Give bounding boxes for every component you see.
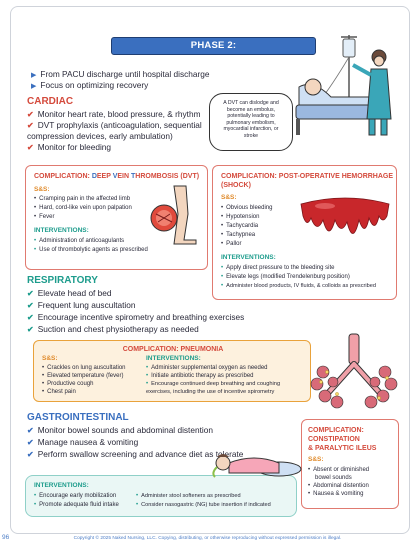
list-item: ✔DVT prophylaxis (anticoagulation, seque… [27,120,202,130]
list-item: •Chest pain [42,389,76,395]
list-item: •Administer blood products, IV fluids, &… [221,283,376,289]
triangle-icon: ▶ [31,72,37,79]
check-icon: ✔ [27,121,34,130]
list-item: •Administer stool softeners as prescribe… [136,493,241,499]
list-item: •Abdominal distention [308,483,369,489]
leg-clot-illustration [150,185,197,245]
dvt-title: COMPLICATION: DEEP VEIN THROMBOSIS (DVT) [34,173,200,180]
check-icon: ✔ [27,438,34,447]
interventions-label: INTERVENTIONS: [221,254,276,261]
dvt-complication-box: COMPLICATION: DEEP VEIN THROMBOSIS (DVT)… [25,165,208,270]
check-icon: ✔ [27,289,34,298]
list-item: •Pallor [221,241,242,247]
pneumonia-complication-box: COMPLICATION: PNEUMONIA S&S: •Crackles o… [33,340,311,402]
dvt-callout-bubble: A DVT can dislodge and become an embolus… [209,93,293,151]
hemorrhage-title: COMPLICATION: POST-OPERATIVE HEMORRHAGE [221,173,394,180]
check-icon: ✔ [27,450,34,459]
list-item: •Use of thrombolytic agents as prescribe… [34,247,148,253]
list-item: ✔Encourage incentive spirometry and brea… [27,312,245,322]
list-item: •Elevated temperature (fever) [42,373,124,379]
ileus-title-2: CONSTIPATION [308,436,360,443]
gi-heading: GASTROINTESTINAL [27,412,129,423]
triangle-icon: ▶ [31,83,37,90]
lungs-illustration [310,333,398,409]
list-item: •Crackles on lung auscultation [42,365,126,371]
list-item: •Consider nasogastric (NG) tube insertio… [136,502,271,508]
patient-in-bed-illustration [295,35,392,136]
list-item: •Encourage continued deep breathing and … [146,381,281,387]
list-item: •Administer supplemental oxygen as neede… [146,365,268,371]
list-item: •Nausea & vomiting [308,491,364,497]
blood-splatter-illustration [300,197,390,234]
list-item: ✔Monitor heart rate, blood pressure, & r… [27,109,201,119]
list-item: •Elevate legs (modified Trendelenburg po… [221,274,350,280]
list-item-continuation: compression devices, early ambulation) [27,131,173,141]
list-item: •Productive cough [42,381,94,387]
pneumonia-title: COMPLICATION: PNEUMONIA [122,346,224,353]
list-item: ✔Elevate head of bed [27,288,112,298]
list-item: •Fever [34,214,55,220]
page-number: 96 [2,534,10,541]
cardiac-heading: CARDIAC [27,96,74,107]
interventions-label: INTERVENTIONS: [34,227,89,234]
list-item: ✔Manage nausea & vomiting [27,437,139,447]
intro-item: ▶From PACU discharge until hospital disc… [31,69,210,79]
check-icon: ✔ [27,110,34,119]
list-item: •Obvious bleeding [221,205,273,211]
check-icon: ✔ [27,143,34,152]
check-icon: ✔ [27,426,34,435]
list-item: •Initiate antibiotic therapy as prescrib… [146,373,254,379]
list-item-continuation: bowel sounds [315,475,352,481]
list-item: •Hard, cord-like vein upon palpation [34,205,132,211]
copyright-notice: Copyright © 2025 Naked Nursing, LLC. Cop… [73,536,342,541]
list-item: ✔Frequent lung auscultation [27,300,136,310]
hemorrhage-complication-box: COMPLICATION: POST-OPERATIVE HEMORRHAGE … [212,165,397,300]
interventions-label: INTERVENTIONS: [146,355,201,362]
list-item: •Cramping pain in the affected limb [34,196,131,202]
check-icon: ✔ [27,301,34,310]
ss-label: S&S: [42,355,58,362]
intro-item: ▶Focus on optimizing recovery [31,80,149,90]
list-item: •Promote adequate fluid intake [34,502,119,508]
list-item: •Tachycardia [221,223,259,229]
ileus-title-3: & PARALYTIC ILEUS [308,445,377,452]
list-item: •Tachypnea [221,232,256,238]
ss-label: S&S: [221,194,237,201]
respiratory-heading: RESPIRATORY [27,275,98,286]
list-item: ✔Perform swallow screening and advance d… [27,449,244,459]
list-item: •Absent or diminished [308,467,370,473]
ileus-title: COMPLICATION: [308,427,364,434]
ss-label: S&S: [34,186,50,193]
list-item: ✔Monitor for bleeding [27,142,112,152]
ileus-complication-box: COMPLICATION: CONSTIPATION & PARALYTIC I… [301,419,399,509]
check-icon: ✔ [27,313,34,322]
page-card: PHASE 2: INTERMEDIATE/HOSPITALIZATION ▶F… [10,6,410,534]
list-item: •Encourage early mobilization [34,493,117,499]
list-item: ✔Suction and chest physiotherapy as need… [27,324,199,334]
check-icon: ✔ [27,325,34,334]
list-item: •Apply direct pressure to the bleeding s… [221,265,335,271]
list-item: ✔Monitor bowel sounds and abdominal dist… [27,425,213,435]
interventions-label: INTERVENTIONS: [34,482,89,489]
phase-banner: PHASE 2: INTERMEDIATE/HOSPITALIZATION [111,37,316,66]
list-item: •Administration of anticoagulants [34,238,125,244]
list-item-continuation: exercises, including the use of incentiv… [146,389,275,395]
ss-label: S&S: [308,456,324,463]
nauseous-patient-illustration [212,454,302,478]
list-item: •Hypotension [221,214,260,220]
gi-interventions-box: INTERVENTIONS: •Encourage early mobiliza… [25,475,297,517]
hemorrhage-title-2: (SHOCK) [221,182,251,189]
